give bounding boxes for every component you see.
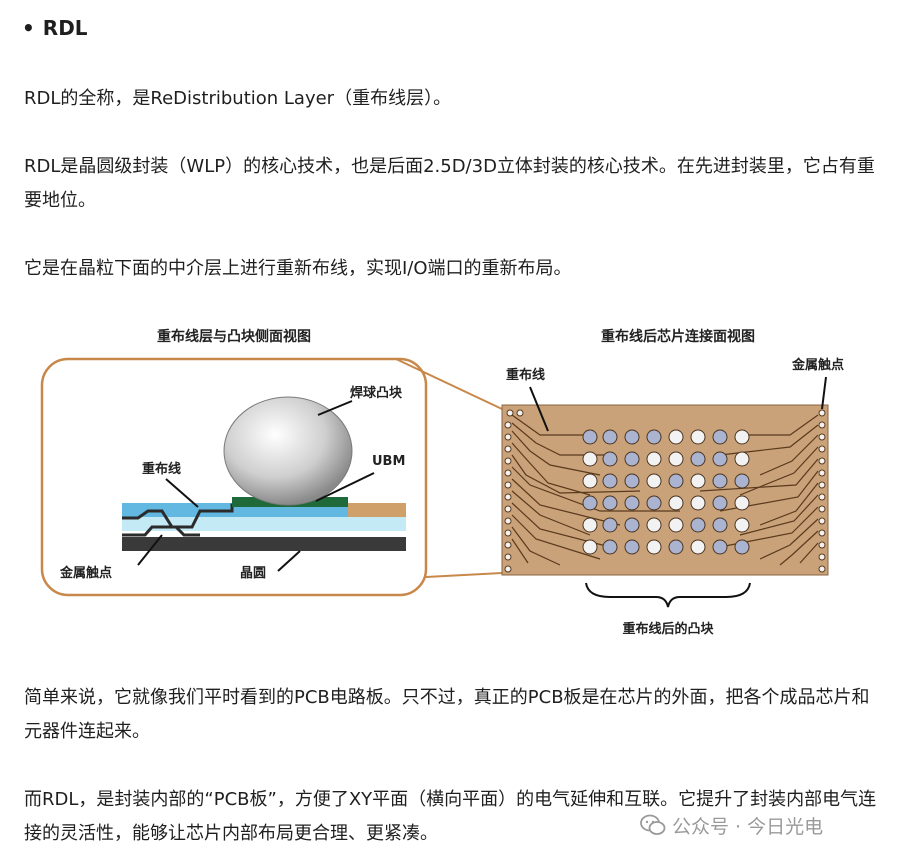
bump (602, 517, 618, 533)
paragraph-core-tech: RDL是晶圆级封装（WLP）的核心技术，也是后面2.5D/3D立体封装的核心技术… (24, 156, 875, 211)
bump (646, 473, 662, 489)
dielectric-layer (122, 517, 406, 531)
bump (646, 539, 662, 555)
bump (602, 473, 618, 489)
bump (712, 451, 728, 467)
rdl-figure: 重布线层与凸块侧面视图 重布线后芯片连接面视图 (0, 315, 904, 655)
ubm-label: UBM (372, 454, 405, 469)
bump (646, 495, 662, 511)
chip-board (501, 404, 829, 576)
edge-contacts (504, 409, 826, 573)
rdl-diagram: 重布线层与凸块侧面视图 重布线后芯片连接面视图 (40, 328, 844, 637)
bump (690, 517, 706, 533)
bump (582, 495, 598, 511)
bump (690, 473, 706, 489)
layer-stack (122, 497, 406, 551)
bump (602, 429, 618, 445)
solder-bump (223, 396, 353, 506)
zoom-line-bottom (425, 572, 503, 578)
bump (734, 429, 750, 445)
bump (602, 495, 618, 511)
bump (690, 429, 706, 445)
bump (734, 495, 750, 511)
bump (624, 495, 640, 511)
bump-grid (582, 429, 750, 555)
zoom-line-top (395, 358, 503, 410)
bump (668, 451, 684, 467)
bump (690, 451, 706, 467)
bump (602, 539, 618, 555)
metal-contact-label-left: 金属触点 (59, 565, 112, 581)
bump (734, 539, 750, 555)
bump (668, 539, 684, 555)
bump (582, 451, 598, 467)
left-figure-title: 重布线层与凸块侧面视图 (157, 328, 311, 345)
right-figure-title: 重布线后芯片连接面视图 (601, 328, 755, 345)
bump (668, 473, 684, 489)
bump (624, 451, 640, 467)
bump (712, 495, 728, 511)
watermark-text: 公众号 · 今日光电 (672, 816, 824, 838)
bump (712, 473, 728, 489)
bump (646, 517, 662, 533)
bump-brace (585, 582, 751, 608)
bump (668, 517, 684, 533)
rdl-label-left: 重布线 (142, 461, 181, 477)
bump (582, 539, 598, 555)
watermark: 公众号 · 今日光电 (640, 812, 823, 841)
bump (734, 517, 750, 533)
bump (624, 429, 640, 445)
wafer-layer (122, 537, 406, 551)
rdl-label-right: 重布线 (506, 367, 545, 383)
bump (624, 539, 640, 555)
bump (646, 451, 662, 467)
bump (602, 451, 618, 467)
bump (668, 429, 684, 445)
section-heading: • RDL (22, 16, 88, 40)
bullet: • (22, 16, 35, 40)
bump (690, 539, 706, 555)
bump (624, 517, 640, 533)
wechat-icon (640, 814, 666, 841)
bump (712, 539, 728, 555)
bump (712, 517, 728, 533)
bump (582, 517, 598, 533)
bump (582, 429, 598, 445)
bump (734, 451, 750, 467)
paragraph-definition: RDL的全称，是ReDistribution Layer（重布线层）。 (24, 88, 452, 109)
bump (582, 473, 598, 489)
bump (668, 495, 684, 511)
heading-text: RDL (42, 16, 88, 40)
bump (646, 429, 662, 445)
paragraph-internal-pcb: 而RDL，是封装内部的“PCB板”，方便了XY平面（横向平面）的电气延伸和互联。… (24, 789, 877, 844)
paragraph-pcb-analogy: 简单来说，它就像我们平时看到的PCB电路板。只不过，真正的PCB板是在芯片的外面… (24, 687, 870, 742)
metal-contact-label-right: 金属触点 (791, 357, 844, 373)
bumps-after-rdl-label: 重布线后的凸块 (622, 621, 714, 637)
bump (624, 473, 640, 489)
rdl-trace-side (122, 503, 348, 529)
bump (712, 429, 728, 445)
solder-bump-label: 焊球凸块 (350, 385, 403, 401)
wafer-label: 晶圆 (240, 566, 266, 581)
bump (734, 473, 750, 489)
bump (690, 495, 706, 511)
paragraph-rerouting: 它是在晶粒下面的中介层上进行重新布线，实现I/O端口的重新布局。 (24, 258, 572, 279)
